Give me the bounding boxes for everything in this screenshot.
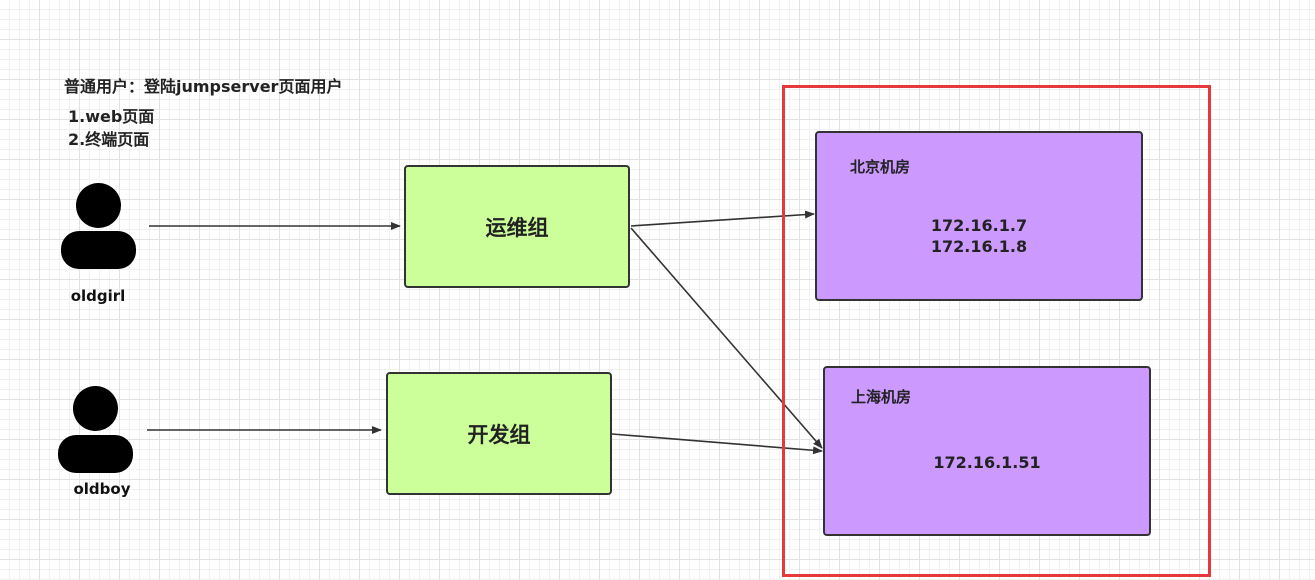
room-ip: 172.16.1.8 (930, 237, 1028, 256)
arrow-ops-to-shanghai (630, 227, 823, 449)
room-box-beijing: 北京机房 172.16.1.7 172.16.1.8 (815, 131, 1143, 301)
room-ip: 172.16.1.51 (933, 453, 1041, 472)
user-icon-body (58, 435, 133, 473)
user-label-oldgirl: oldgirl (70, 287, 126, 305)
group-box-ops: 运维组 (404, 165, 630, 288)
room-ip-list-shanghai: 172.16.1.51 (825, 452, 1149, 473)
arrow-dev-to-shanghai (611, 433, 823, 455)
room-ip-list-beijing: 172.16.1.7 172.16.1.8 (817, 215, 1141, 257)
group-label-dev: 开发组 (467, 422, 531, 447)
note-item-terminal: 2.终端页面 (68, 130, 150, 149)
user-icon-head (73, 386, 118, 431)
user-icon-body (61, 231, 136, 269)
room-title-beijing: 北京机房 (850, 158, 911, 176)
group-box-dev: 开发组 (386, 372, 612, 495)
note-item-web: 1.web页面 (68, 107, 155, 126)
group-label-ops: 运维组 (485, 215, 549, 240)
user-label-oldboy: oldboy (73, 480, 131, 498)
note-title: 普通用户：登陆jumpserver页面用户 (64, 77, 343, 96)
room-box-shanghai: 上海机房 172.16.1.51 (823, 366, 1151, 536)
room-ip: 172.16.1.7 (930, 216, 1028, 235)
user-icon-head (76, 183, 121, 228)
room-title-shanghai: 上海机房 (851, 388, 912, 406)
datacenter-frame (782, 85, 1211, 577)
